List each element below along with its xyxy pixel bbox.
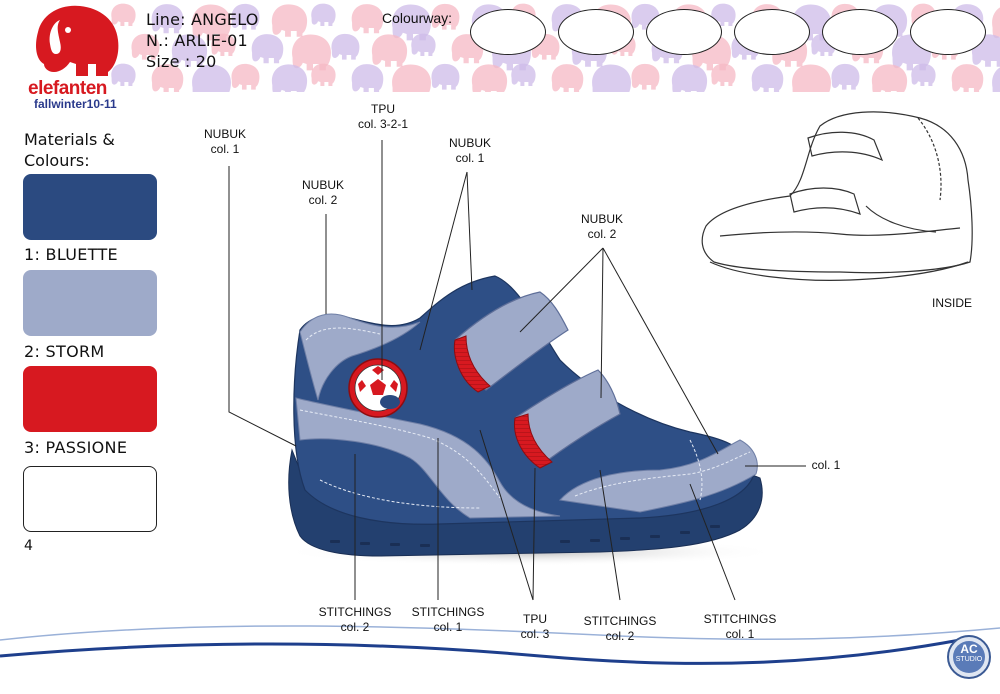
pattern-elephant-icon	[392, 64, 431, 92]
pattern-elephant-icon	[151, 4, 184, 34]
pattern-elephant-icon	[231, 3, 260, 30]
colourway-oval-4	[734, 9, 810, 55]
swatch-4	[23, 466, 157, 532]
stitching	[299, 327, 751, 509]
storm-heel-panel	[299, 313, 421, 401]
pattern-elephant-icon	[211, 33, 236, 56]
callout-col1-toe: col. 1	[811, 458, 841, 472]
swatch-passione	[23, 366, 157, 432]
pattern-elephant-icon	[551, 64, 584, 92]
tpu-tab-upper	[453, 335, 491, 393]
pattern-elephant-icon	[471, 64, 508, 92]
pattern-elephant-icon	[251, 34, 284, 64]
footer-wave	[0, 638, 961, 665]
pattern-elephant-icon	[192, 64, 231, 92]
pattern-elephant-icon	[992, 67, 1000, 92]
pattern-elephant-icon	[192, 4, 231, 41]
shoe-upper	[293, 275, 756, 525]
materials-title: Materials & Colours:	[24, 130, 115, 170]
pattern-elephant-icon	[751, 64, 784, 92]
swatch-label-storm: 2: STORM	[24, 342, 105, 361]
pattern-elephant-icon	[131, 33, 160, 60]
swatch-label-bluette: 1: BLUETTE	[24, 245, 118, 264]
colourway-oval-2	[558, 9, 634, 55]
pattern-elephant-icon	[431, 3, 460, 30]
footer-wave-thin	[0, 625, 1000, 641]
pattern-elephant-icon	[431, 63, 460, 90]
storm-swoosh	[295, 397, 561, 519]
pattern-elephant-icon	[331, 33, 360, 60]
swatch-storm	[23, 270, 157, 336]
football-icon	[370, 379, 386, 395]
studio-logo-text: AC STUDIO	[955, 642, 983, 664]
leader-lines	[228, 140, 806, 601]
football-badge	[348, 358, 408, 418]
colourway-oval-1	[470, 9, 546, 55]
pattern-elephant-icon	[351, 4, 384, 34]
pattern-elephant-icon	[592, 64, 631, 92]
pattern-elephant-icon	[311, 63, 336, 86]
swatch-label-4: 4	[24, 538, 34, 554]
pattern-elephant-icon	[111, 3, 136, 26]
pattern-elephant-icon	[671, 64, 708, 92]
swatch-label-passione: 3: PASSIONE	[24, 438, 128, 457]
size-label: Size : 20	[146, 52, 217, 71]
pattern-elephant-icon	[411, 33, 436, 56]
pattern-elephant-icon	[231, 63, 260, 90]
number-label: N.: ARLIE-01	[146, 31, 248, 50]
season-label: fallwinter10-11	[34, 97, 117, 111]
colourway-oval-5	[822, 9, 898, 55]
swatch-bluette	[23, 174, 157, 240]
colourway-oval-6	[910, 9, 986, 55]
pattern-elephant-icon	[911, 63, 936, 86]
pattern-elephant-icon	[371, 34, 408, 67]
pattern-elephant-icon	[631, 63, 660, 90]
pattern-elephant-icon	[511, 63, 536, 86]
pattern-elephant-icon	[992, 7, 1000, 39]
pattern-elephant-icon	[151, 64, 184, 92]
pattern-elephant-icon	[831, 63, 860, 90]
tpu-tab-lower	[513, 413, 553, 469]
line-label: Line: ANGELO	[146, 10, 259, 29]
pattern-elephant-icon	[271, 64, 308, 92]
pattern-elephant-icon	[311, 3, 336, 26]
inside-label: INSIDE	[932, 296, 973, 310]
colourway-label: Colourway:	[382, 10, 453, 26]
pattern-elephant-icon	[292, 34, 331, 71]
colourway-oval-3	[646, 9, 722, 55]
elefanten-logo	[36, 5, 119, 76]
pattern-elephant-icon	[392, 4, 431, 41]
studio-logo	[947, 635, 991, 679]
pattern-elephant-icon	[711, 63, 736, 86]
storm-toe-panel	[558, 439, 758, 513]
brand-name: elefanten	[28, 78, 107, 99]
pattern-elephant-icon	[871, 64, 908, 92]
pattern-elephant-icon	[351, 64, 384, 92]
pattern-elephant-icon	[792, 64, 831, 92]
pattern-elephant-icon	[171, 34, 208, 67]
pattern-elephant-icon	[951, 64, 984, 92]
pattern-elephant-icon	[271, 4, 308, 37]
pattern-elephant-icon	[111, 63, 136, 86]
inside-view-sketch	[701, 111, 973, 281]
sole-tread	[330, 525, 720, 547]
elephant-logo-icon	[36, 5, 119, 76]
